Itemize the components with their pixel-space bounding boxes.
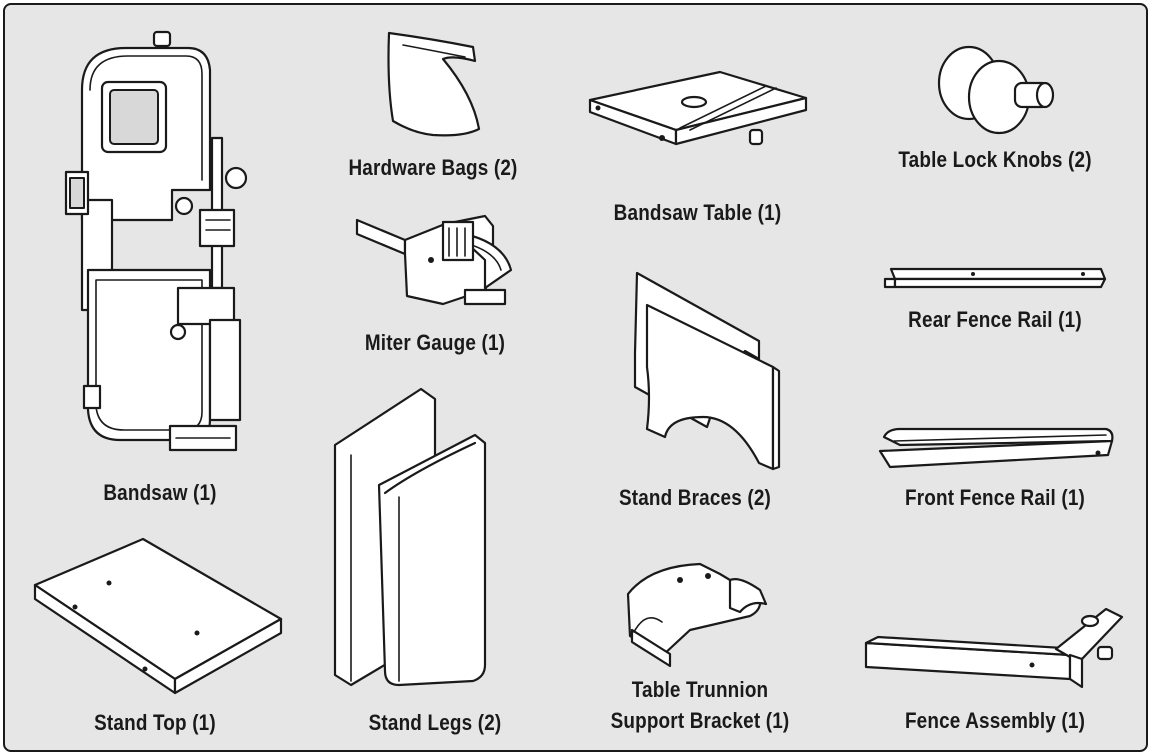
trunnion-bracket-part: Table Trunnion Support Bracket (1): [590, 560, 810, 750]
bandsaw-illustration: [64, 30, 248, 452]
bandsaw-table-part: Bandsaw Table (1): [580, 60, 815, 230]
bandsaw-part: Bandsaw (1): [60, 30, 260, 505]
bandsaw-table-illustration: [588, 70, 808, 146]
hardware-bags-label: Hardware Bags (2): [348, 155, 518, 180]
stand-braces-label: Stand Braces (2): [618, 485, 772, 510]
table-lock-knobs-part: Table Lock Knobs (2): [875, 35, 1115, 195]
rear-fence-rail-label: Rear Fence Rail (1): [908, 307, 1082, 332]
stand-braces-illustration: [633, 271, 781, 471]
stand-legs-label: Stand Legs (2): [368, 710, 502, 735]
front-fence-rail-label: Front Fence Rail (1): [904, 485, 1086, 510]
stand-braces-part: Stand Braces (2): [595, 267, 795, 527]
stand-top-illustration: [33, 537, 283, 695]
stand-top-part: Stand Top (1): [25, 535, 285, 745]
miter-gauge-part: Miter Gauge (1): [335, 200, 535, 360]
fence-assembly-illustration: [864, 607, 1124, 689]
stand-top-label: Stand Top (1): [94, 710, 216, 735]
stand-legs-illustration: [333, 387, 487, 687]
bandsaw-label: Bandsaw (1): [103, 480, 217, 505]
trunnion-bracket-illustration: [626, 562, 768, 668]
fence-assembly-label: Fence Assembly (1): [904, 708, 1086, 733]
trunnion-bracket-label-line2: Support Bracket (1): [610, 708, 790, 733]
rear-fence-rail-part: Rear Fence Rail (1): [875, 265, 1115, 345]
miter-gauge-illustration: [355, 214, 513, 306]
table-lock-knobs-label: Table Lock Knobs (2): [898, 147, 1092, 172]
stand-legs-part: Stand Legs (2): [325, 385, 545, 745]
miter-gauge-label: Miter Gauge (1): [364, 330, 506, 355]
front-fence-rail-illustration: [878, 427, 1114, 469]
parts-diagram-frame: Bandsaw (1) Hardware Bags (2) Miter Gaug…: [3, 3, 1148, 752]
front-fence-rail-part: Front Fence Rail (1): [870, 425, 1120, 535]
bandsaw-table-label: Bandsaw Table (1): [613, 200, 782, 225]
rear-fence-rail-illustration: [883, 267, 1107, 289]
hardware-bags-illustration: [387, 31, 481, 137]
trunnion-bracket-label-line1: Table Trunnion: [631, 677, 769, 702]
table-lock-knobs-illustration: [937, 45, 1055, 135]
fence-assembly-part: Fence Assembly (1): [860, 603, 1130, 743]
hardware-bags-part: Hardware Bags (2): [323, 25, 543, 195]
